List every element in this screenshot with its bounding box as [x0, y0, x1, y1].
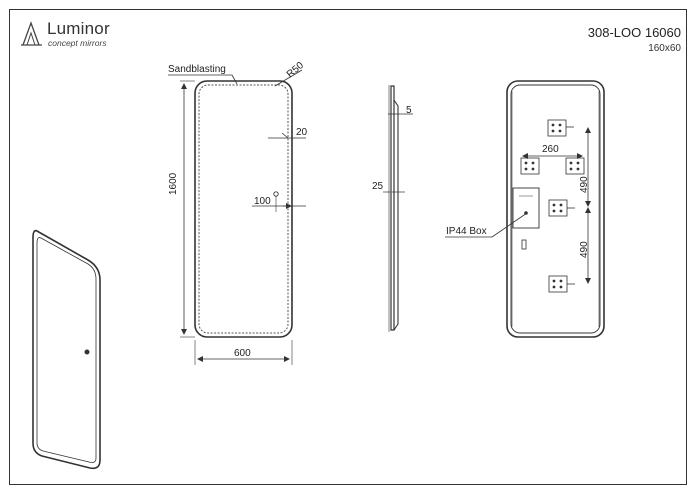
- lamp-icon: [21, 21, 42, 46]
- brand-name: Luminor: [47, 19, 110, 38]
- mounting-bracket: [565, 157, 585, 175]
- mounting-bracket: [548, 199, 575, 217]
- edge-offset-label: 20: [296, 127, 308, 138]
- back-view: [445, 80, 605, 338]
- sensor-marker: [273, 191, 279, 197]
- sensor-offset-label: 100: [254, 196, 271, 207]
- ip44-box: [512, 187, 540, 229]
- drawing-frame: [9, 9, 687, 485]
- mounting-bracket: [520, 157, 540, 175]
- vertical-spacing-bottom-label: 490: [579, 241, 590, 258]
- brand-tagline: concept mirrors: [48, 38, 107, 48]
- mounting-bracket: [548, 275, 575, 293]
- height-label: 1600: [168, 172, 179, 195]
- bracket-spacing-label: 260: [542, 144, 559, 155]
- vertical-spacing-top-label: 490: [579, 176, 590, 193]
- depth-label: 25: [372, 181, 384, 192]
- sandblasting-label: Sandblasting: [168, 64, 226, 75]
- brand-logo: Luminor concept mirrors: [20, 19, 110, 52]
- product-size: 160x60: [648, 43, 681, 54]
- perspective-view: [32, 229, 101, 470]
- product-code: 308-LOO 16060: [587, 25, 681, 40]
- sensor-dot: [84, 349, 90, 355]
- front-view: Sandblasting R50 1600 600 20 100: [168, 60, 308, 365]
- mounting-bracket: [547, 119, 574, 137]
- ip44-box-label: IP44 Box: [446, 226, 487, 237]
- side-view: [383, 85, 413, 332]
- radius-label: R50: [285, 60, 306, 81]
- thickness-label: 5: [406, 105, 412, 116]
- width-label: 600: [234, 348, 251, 359]
